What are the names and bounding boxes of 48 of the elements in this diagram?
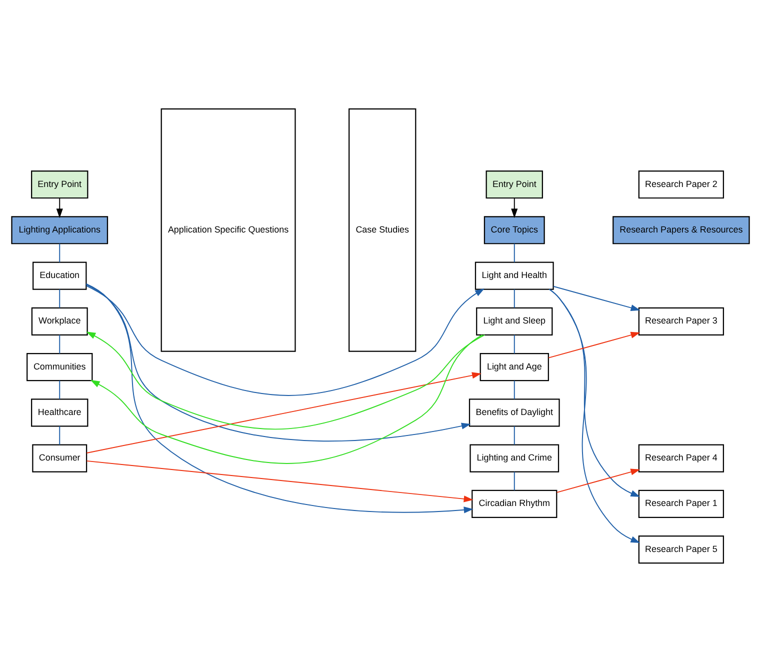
connector	[59, 380, 60, 400]
arrow	[511, 197, 518, 218]
connector	[59, 242, 60, 262]
arrow	[86, 282, 474, 513]
node-box: Application Specific Questions	[160, 108, 296, 352]
connector	[514, 334, 515, 354]
node-box: Core Topics	[484, 216, 545, 244]
node-box: Healthcare	[31, 398, 88, 426]
connector	[514, 425, 515, 445]
connector	[514, 242, 515, 262]
node-box: Benefits of Daylight	[468, 398, 560, 426]
arrow	[549, 288, 640, 542]
arrow	[86, 460, 474, 502]
connector	[59, 288, 60, 308]
node-box: Entry Point	[486, 170, 543, 198]
node-box: Workplace	[31, 306, 88, 335]
node-box: Research Paper 3	[638, 306, 724, 335]
arrow	[86, 284, 485, 396]
arrow	[86, 284, 471, 441]
node-box: Research Papers & Resources	[612, 216, 750, 244]
arrow	[548, 331, 640, 358]
node-box: Research Paper 5	[638, 535, 724, 564]
arrow	[56, 197, 63, 218]
arrow	[548, 288, 640, 496]
node-box: Light and Health	[474, 261, 554, 290]
arrow	[86, 372, 482, 453]
connector	[514, 380, 515, 400]
node-box: Education	[32, 261, 87, 290]
connector	[59, 334, 60, 354]
node-box: Consumer	[32, 444, 88, 472]
node-box: Research Paper 2	[638, 170, 724, 198]
node-box: Communities	[26, 352, 93, 381]
node-box: Lighting and Crime	[470, 444, 560, 472]
node-box: Lighting Applications	[11, 216, 108, 244]
connector	[59, 425, 60, 445]
node-box: Research Paper 1	[638, 489, 724, 518]
connector	[514, 288, 515, 308]
node-box: Light and Age	[480, 352, 549, 381]
arrow	[90, 334, 483, 464]
arrow	[86, 331, 486, 430]
arrow	[556, 468, 640, 492]
node-box: Circadian Rhythm	[472, 489, 558, 518]
node-box: Research Paper 4	[638, 444, 724, 472]
connector	[514, 470, 515, 490]
arrow	[553, 285, 640, 310]
node-box: Light and Sleep	[476, 306, 553, 335]
node-box: Entry Point	[31, 170, 88, 198]
node-box: Case Studies	[348, 108, 416, 352]
